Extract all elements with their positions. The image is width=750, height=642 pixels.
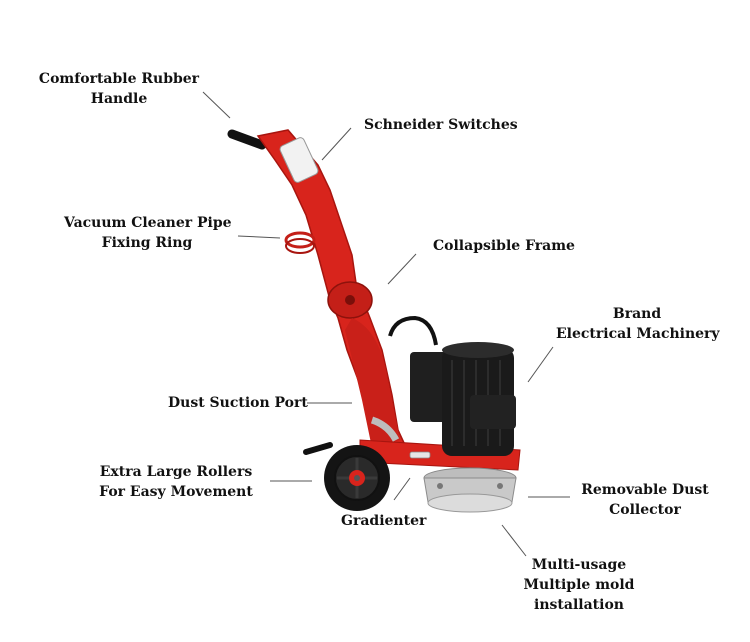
roller-wheel (324, 445, 390, 511)
label-rubber-handle: Comfortable Rubber Handle (36, 69, 202, 109)
label-line: Multiple mold (523, 577, 635, 593)
vacuum-ring (284, 231, 316, 254)
label-line: Handle (90, 91, 148, 107)
label-line: Multi-usage (531, 557, 627, 573)
label-extra-large-rollers: Extra Large Rollers For Easy Movement (98, 462, 254, 502)
label-vacuum-ring: Vacuum Cleaner Pipe Fixing Ring (64, 213, 232, 253)
label-line: Dust Suction Port (168, 395, 308, 411)
label-line: Schneider Switches (364, 117, 518, 133)
gradienter-level (409, 451, 431, 459)
label-line: Gradienter (341, 513, 427, 529)
label-line: Collapsible Frame (433, 238, 575, 254)
label-schneider-switches: Schneider Switches (364, 115, 518, 135)
dust-suction-hose (370, 416, 400, 442)
leader-vacuum-ring (237, 235, 281, 239)
label-line: Vacuum Cleaner Pipe (64, 215, 232, 231)
label-line: Comfortable Rubber (38, 71, 200, 87)
leader-mold (501, 524, 527, 557)
leader-frame (387, 253, 417, 285)
rubber-handle (227, 129, 267, 150)
label-removable-dust-collector: Removable Dust Collector (580, 480, 710, 520)
leader-motor (527, 346, 554, 383)
label-dust-suction-port: Dust Suction Port (168, 393, 308, 413)
grinding-head (423, 467, 517, 513)
label-electrical-machinery: Brand Electrical Machinery (556, 304, 720, 344)
leader-gradienter (393, 477, 411, 501)
label-line: Brand (612, 306, 662, 322)
label-gradienter: Gradienter (341, 511, 426, 531)
label-multiple-mold: Multi-usage Multiple mold installation (516, 555, 642, 615)
label-line: For Easy Movement (99, 484, 253, 500)
switch-box (279, 137, 319, 183)
leader-switches (321, 127, 352, 161)
label-line: Electrical Machinery (556, 326, 720, 342)
label-line: Fixing Ring (101, 235, 193, 251)
label-line: Collector (609, 502, 681, 518)
label-line: installation (534, 597, 624, 613)
label-line: Extra Large Rollers (99, 464, 253, 480)
leader-handle (202, 91, 231, 119)
label-collapsible-frame: Collapsible Frame (433, 236, 575, 256)
power-cable (388, 315, 438, 346)
leader-lines (202, 91, 570, 557)
electric-motor (410, 342, 516, 456)
label-line: Removable Dust (581, 482, 709, 498)
